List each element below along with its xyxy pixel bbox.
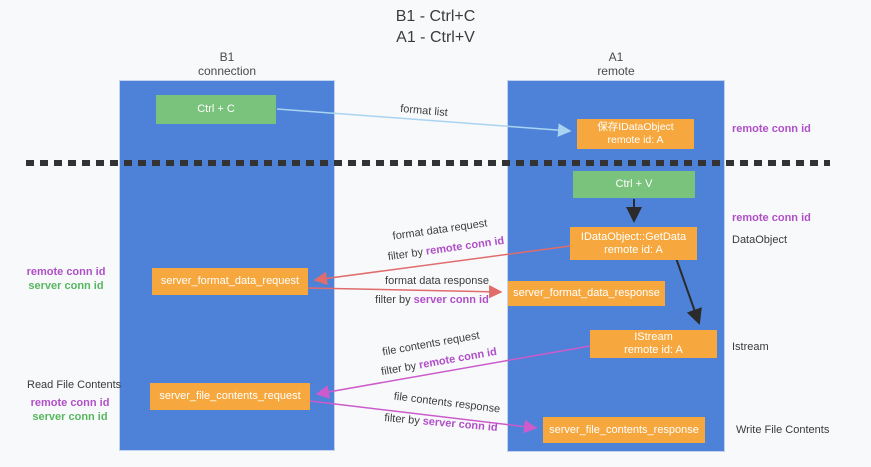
server-conn-id-text: server conn id <box>422 415 499 434</box>
node-server-file-contents-request: server_file_contents_request <box>150 383 310 410</box>
lane-header-b1: B1 connection <box>119 50 335 78</box>
server-conn-id-text: server conn id <box>413 294 489 306</box>
edge-label-format-data-response: format data response <box>385 275 489 287</box>
save-dataobject-line1: 保存IDataObject <box>597 121 674 133</box>
node-server-file-contents-response: server_file_contents_response <box>543 417 705 443</box>
annotation-remote-conn-id-mid: remote conn id <box>732 212 811 224</box>
save-dataobject-line2: remote id: A <box>607 134 664 146</box>
arrow-format-data-response <box>307 285 503 299</box>
file-request-label: server_file_contents_request <box>159 390 301 402</box>
format-response-label: server_format_data_response <box>513 287 660 299</box>
lane-header-a1: A1 remote <box>507 50 725 78</box>
node-server-format-data-response: server_format_data_response <box>508 281 665 306</box>
lane-a1-role: remote <box>597 64 635 78</box>
edge-label-format-list: format list <box>399 102 449 120</box>
filter-by-text: filter by <box>380 360 418 379</box>
node-ctrl-v: Ctrl + V <box>573 171 695 198</box>
file-response-label: server_file_contents_response <box>549 423 699 436</box>
annotation-read-file-contents: Read File Contents <box>27 379 122 391</box>
node-save-dataobject: 保存IDataObject remote id: A <box>577 119 694 149</box>
getdata-line2: remote id: A <box>604 243 663 256</box>
ctrl-v-label: Ctrl + V <box>615 178 653 190</box>
lane-a1-name: A1 <box>608 50 624 64</box>
lane-b1-name: B1 <box>219 50 235 64</box>
remote-conn-id-text: remote conn id <box>425 234 505 258</box>
annotation-istream: Istream <box>732 341 769 353</box>
ctrl-c-label: Ctrl + C <box>197 103 235 115</box>
filter-by-text: filter by <box>387 246 424 264</box>
lane-b1-role: connection <box>197 64 257 78</box>
istream-line2: remote id: A <box>624 344 683 356</box>
node-istream: IStream remote id: A <box>590 330 717 358</box>
node-server-format-data-request: server_format_data_request <box>152 268 308 295</box>
annotation-dataobject: DataObject <box>732 234 788 246</box>
filter-by-text: filter by <box>383 412 421 428</box>
annotation-remote-conn-id-left-2: remote conn id <box>30 397 110 409</box>
separator-dashed-line <box>26 160 830 166</box>
diagram-title: B1 - Ctrl+C A1 - Ctrl+V <box>0 6 871 48</box>
title-line-1: B1 - Ctrl+C <box>395 8 476 25</box>
title-line-2: A1 - Ctrl+V <box>396 29 475 46</box>
annotation-server-conn-id-left-2: server conn id <box>32 411 108 423</box>
annotation-remote-conn-id-top: remote conn id <box>732 123 811 135</box>
filter-by-text: filter by <box>375 294 411 306</box>
istream-line1: IStream <box>634 331 673 343</box>
annotation-remote-conn-id-left-1: remote conn id <box>26 266 106 278</box>
node-getdata: IDataObject::GetData remote id: A <box>570 227 697 260</box>
annotation-write-file-contents: Write File Contents <box>736 424 830 436</box>
node-ctrl-c: Ctrl + C <box>156 95 276 124</box>
getdata-line1: IDataObject::GetData <box>580 230 687 243</box>
format-request-label: server_format_data_request <box>160 275 300 287</box>
annotation-server-conn-id-left-1: server conn id <box>28 280 104 292</box>
edge-label-file-contents-response: file contents response <box>393 390 501 416</box>
